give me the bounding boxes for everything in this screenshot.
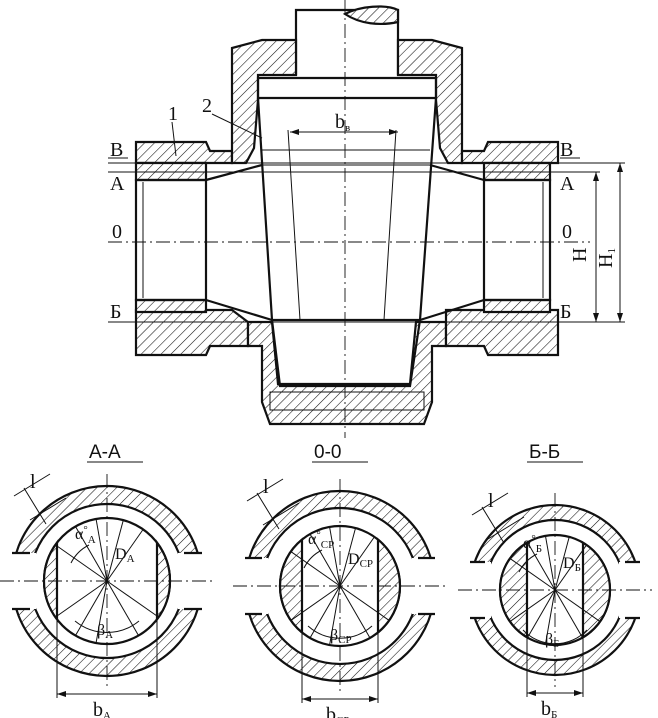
pipe-bores xyxy=(134,163,552,322)
valve-body xyxy=(134,38,560,426)
l-label: l xyxy=(488,490,494,512)
section-title: А-А xyxy=(89,442,121,463)
d-label: DА xyxy=(115,546,135,565)
b-label: bБ xyxy=(541,698,557,718)
cross-sections: А-А l α°А DА βА bА 0-0 l α°СР DСР βСР bСР Б-Б l α°Б DБ β… xyxy=(0,442,652,718)
label-b-left: Б xyxy=(110,301,121,323)
label-zero-right: 0 xyxy=(562,221,572,243)
h-label: H xyxy=(569,248,591,262)
cross-section-2: 0-0 l α°СР DСР βСР bСР xyxy=(233,442,447,718)
d-label: DСР xyxy=(348,551,373,570)
bv-label: bв xyxy=(335,111,350,134)
h1-label: H1 xyxy=(595,248,618,268)
section-title: Б-Б xyxy=(529,442,560,463)
valve-stem xyxy=(294,5,400,75)
alpha-label: α°СР xyxy=(308,529,334,551)
cross-section-1: А-А l α°А DА βА bА xyxy=(0,442,214,718)
label-v-right: В xyxy=(560,139,573,161)
bv-dimension xyxy=(290,129,398,135)
label-v-left: В xyxy=(110,139,123,161)
b-label: bА xyxy=(93,699,111,718)
section-level-lines xyxy=(108,157,625,323)
label-a-right: А xyxy=(560,173,575,195)
section-title: 0-0 xyxy=(314,442,341,463)
beta-label: βБ xyxy=(545,631,559,650)
label-b-right: Б xyxy=(560,301,571,323)
beta-label: βСР xyxy=(330,627,352,646)
beta-label: βА xyxy=(97,622,113,641)
alpha-label: α°А xyxy=(75,524,96,546)
part-label-2: 2 xyxy=(202,95,212,117)
l-label: l xyxy=(30,471,36,493)
d-label: DБ xyxy=(563,555,581,574)
label-a-left: А xyxy=(110,173,125,195)
h-dimensions xyxy=(593,163,623,322)
part-label-1: 1 xyxy=(168,103,178,125)
cross-section-3: Б-Б l α°Б DБ βБ bБ xyxy=(458,442,652,718)
alpha-label: α°Б xyxy=(523,533,542,555)
main-section-view: 1 2 bв В А 0 Б В А 0 Б H H1 xyxy=(108,0,625,438)
l-label: l xyxy=(263,476,269,498)
b-label: bСР xyxy=(326,704,349,718)
label-zero-left: 0 xyxy=(112,221,122,243)
